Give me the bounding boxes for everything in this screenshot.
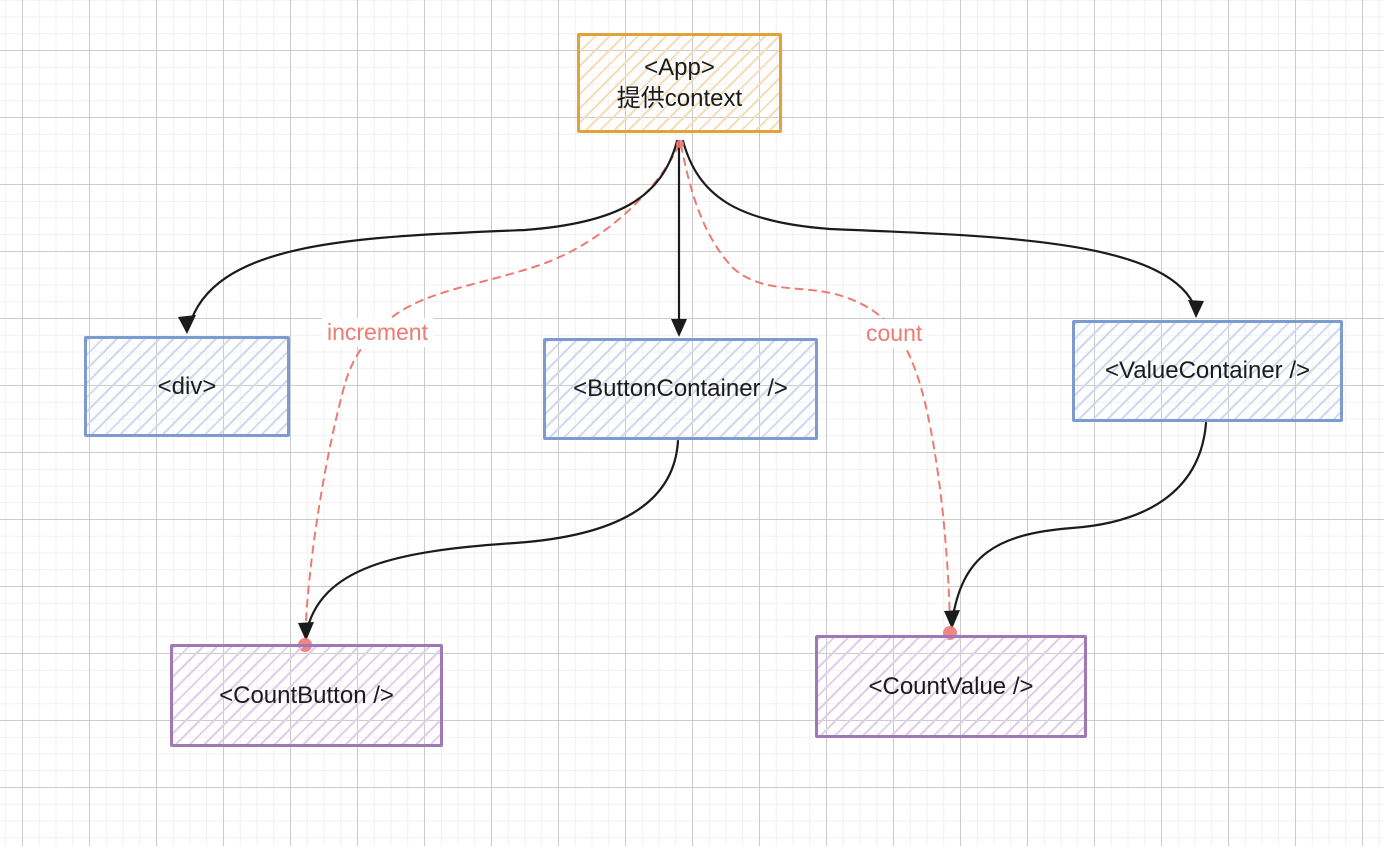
node-countvalue-title: <CountValue /> (868, 672, 1034, 700)
arrowhead-countbutton (298, 622, 314, 641)
edge-valuecontainer-to-countvalue[interactable] (950, 421, 1208, 624)
node-app-subtitle: 提供context (616, 85, 743, 112)
arrowhead-countvalue (944, 610, 960, 629)
edge-app-to-div[interactable] (187, 139, 679, 329)
edge-app-to-valuecontainer[interactable] (681, 139, 1198, 312)
edge-app-to-countbutton-increment[interactable] (304, 144, 680, 641)
edge-app-to-countvalue-count[interactable] (680, 144, 951, 629)
node-buttoncontainer[interactable]: <ButtonContainer /> (543, 338, 818, 440)
arrowhead-buttoncontainer (671, 319, 687, 337)
node-countvalue[interactable]: <CountValue /> (815, 635, 1087, 738)
edge-label-count[interactable]: count (861, 319, 928, 349)
node-buttoncontainer-title: <ButtonContainer /> (573, 375, 788, 403)
node-div-title: <div> (157, 372, 217, 400)
node-div[interactable]: <div> (84, 336, 290, 437)
node-app[interactable]: <App> 提供context (577, 33, 782, 133)
arrowhead-div (178, 315, 196, 334)
binding-dot-app (676, 140, 684, 148)
node-app-title: <App> (644, 53, 715, 81)
arrowhead-valuecontainer (1188, 300, 1204, 318)
node-valuecontainer[interactable]: <ValueContainer /> (1072, 320, 1343, 422)
node-countbutton-title: <CountButton /> (219, 681, 394, 709)
node-valuecontainer-title: <ValueContainer /> (1104, 357, 1311, 385)
edge-label-increment[interactable]: increment (322, 318, 433, 348)
node-countbutton[interactable]: <CountButton /> (170, 644, 443, 747)
edge-buttoncontainer-to-countbutton[interactable] (304, 439, 680, 636)
